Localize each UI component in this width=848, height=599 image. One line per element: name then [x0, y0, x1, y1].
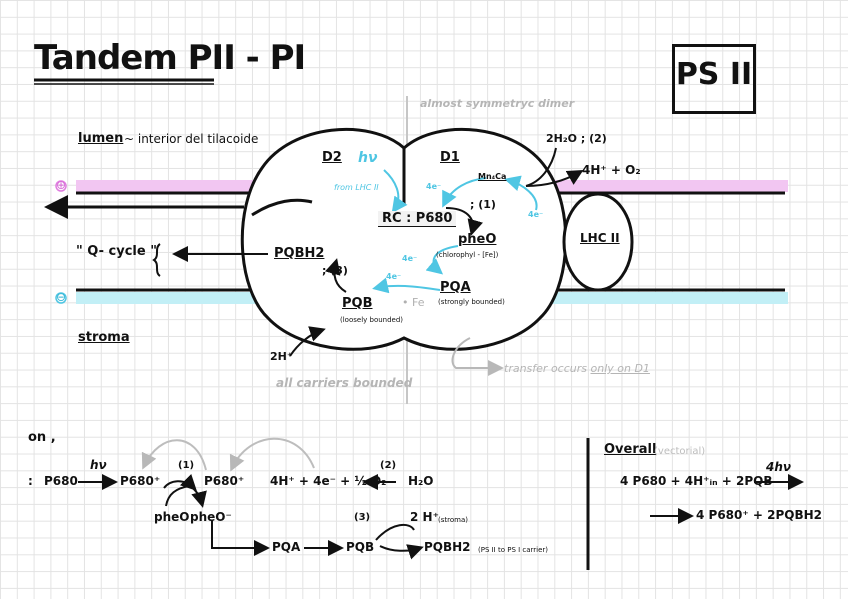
- step3-label: ; (3): [322, 264, 348, 277]
- d1-label: D1: [440, 150, 460, 165]
- step1-label: ; (1): [470, 198, 496, 211]
- from-lhc-label: from LHC II: [334, 183, 379, 192]
- ps2-label: PS II: [675, 57, 753, 92]
- eq-pheo-minus: pheO⁻: [190, 510, 232, 524]
- eq-two-h: 2 H⁺: [410, 510, 439, 524]
- stroma-polarity: ⊖: [56, 290, 67, 304]
- eq-pqa: PQA: [272, 540, 301, 554]
- eq-p680plus-2: P680⁺: [204, 474, 245, 488]
- e-to-pqb: 4e⁻: [386, 272, 402, 281]
- eq-step3: (3): [354, 512, 371, 523]
- water-products: 4H⁺ + O₂: [582, 163, 641, 177]
- lumen-label: lumen: [78, 131, 124, 146]
- fe-label: • Fe: [402, 296, 425, 309]
- eq-step2: (2): [380, 460, 397, 471]
- q-cycle-label: " Q- cycle ": [76, 244, 157, 259]
- page-title: Tandem PII - PI: [34, 38, 306, 78]
- lhc2-ellipse: [562, 192, 634, 292]
- four-e-1: 4e⁻: [426, 182, 442, 191]
- overall-hv: 4hν: [766, 460, 792, 474]
- four-e-2: 4e⁻: [528, 210, 544, 219]
- rc-p680-label: RC : P680: [378, 211, 457, 227]
- pheo-label: pheO: [458, 232, 497, 247]
- overall-rhs: 4 P680⁺ + 2PQBH2: [696, 508, 822, 522]
- pheo-note: (chlorophyl - [Fe]): [436, 251, 499, 259]
- transfer-note: transfer occurs only on D1: [504, 362, 650, 375]
- lhc2-label: LHC II: [580, 231, 620, 245]
- symmetry-note: almost symmetryc dimer: [420, 97, 575, 110]
- eq-pqb: PQB: [346, 540, 375, 554]
- overall-lhs: 4 P680 + 4H⁺ᵢₙ + 2PQB: [620, 474, 773, 488]
- stroma-label: stroma: [78, 330, 130, 345]
- ps2-box: PS II: [672, 44, 756, 114]
- pqa-note: (strongly bounded): [438, 298, 505, 306]
- all-carriers-note: all carriers bounded: [276, 376, 413, 390]
- eq-p680plus-1: P680⁺: [120, 474, 161, 488]
- overall-label: Overall: [604, 442, 657, 457]
- two-h-label: 2H⁺: [270, 350, 293, 363]
- on-label: on ,: [28, 430, 56, 445]
- eq-hv: hν: [90, 458, 107, 472]
- eq-stroma: (stroma): [438, 516, 468, 524]
- e-to-pqa: 4e⁻: [402, 254, 418, 263]
- hv-label: hν: [358, 150, 378, 166]
- eq-pqbh2-note: (PS II to PS I carrier): [478, 546, 549, 554]
- eq-pheo: pheO: [154, 510, 190, 524]
- d2-label: D2: [322, 150, 342, 165]
- pqa-label: PQA: [440, 280, 471, 295]
- water-label: 2H₂O ; (2): [546, 132, 607, 145]
- water-split-arrow: [525, 147, 557, 187]
- eq-water-products: 4H⁺ + 4e⁻ + ½ O₂: [270, 474, 387, 488]
- eq-colon: :: [28, 474, 33, 488]
- pqb-note: (loosely bounded): [340, 316, 404, 324]
- eq-pqbh2: PQBH2: [424, 540, 471, 554]
- pqb-label: PQB: [342, 296, 373, 311]
- lumen-polarity: ⊕: [56, 178, 67, 192]
- psii-dimer-outline: [240, 127, 568, 351]
- lumen-desc: ~ interior del tilacoide: [124, 132, 259, 146]
- eq-step1: (1): [178, 460, 195, 471]
- overall-note: (vectorial): [654, 446, 706, 457]
- mn4ca-label: Mn₄Ca: [478, 172, 507, 181]
- pqbh2-label: PQBH2: [274, 246, 325, 261]
- eq-h2o: H₂O: [408, 474, 434, 488]
- eq-p680: P680: [44, 474, 78, 488]
